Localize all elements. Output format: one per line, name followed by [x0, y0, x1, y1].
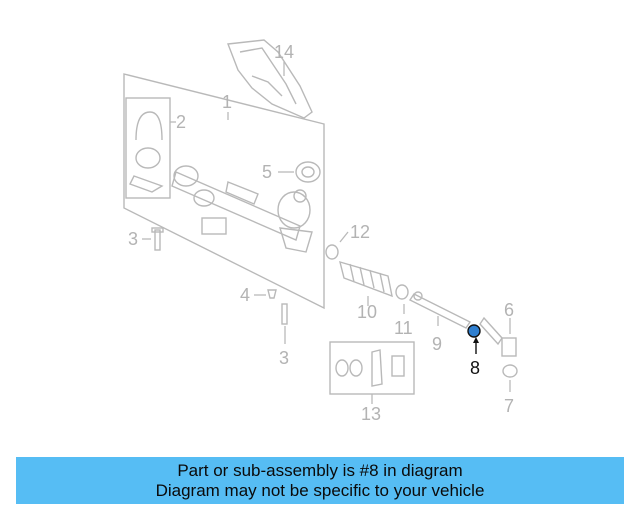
part-11-clamp[interactable] — [395, 284, 409, 300]
part-4-nut[interactable] — [267, 289, 277, 299]
callout-3-lower: 3 — [279, 348, 289, 368]
part-3-bolt-upper[interactable] — [151, 227, 164, 251]
callout-10: 10 — [357, 302, 377, 322]
callout-14: 14 — [274, 42, 294, 62]
part-14-shield[interactable] — [227, 39, 313, 119]
callout-12: 12 — [350, 222, 370, 242]
callout-7: 7 — [504, 396, 514, 416]
leader-8-arrow — [473, 337, 479, 343]
callout-4: 4 — [240, 285, 250, 305]
callout-3-upper: 3 — [128, 229, 138, 249]
part-8-jam-nut[interactable] — [467, 324, 481, 338]
banner-line-2: Diagram may not be specific to your vehi… — [155, 480, 485, 500]
part-9-tie-rod[interactable] — [408, 291, 472, 329]
leader-12 — [339, 231, 349, 243]
part-1-assembly-panel[interactable] — [123, 73, 325, 310]
callout-13: 13 — [361, 404, 381, 424]
part-5-bushing[interactable] — [295, 161, 321, 183]
callout-5: 5 — [262, 162, 272, 182]
part-3-bolt-lower[interactable] — [281, 303, 288, 325]
callout-11: 11 — [394, 318, 413, 338]
callout-1: 1 — [222, 92, 232, 112]
info-banner: Part or sub-assembly is #8 in diagram Di… — [16, 457, 624, 504]
callout-6: 6 — [504, 300, 514, 320]
part-6-tie-rod-end[interactable] — [479, 316, 517, 357]
steering-gear-body — [171, 165, 313, 253]
part-7-cap[interactable] — [502, 364, 518, 378]
part-13-boot-kit[interactable] — [329, 341, 415, 395]
part-10-boot[interactable] — [339, 260, 393, 298]
part-2-mount-box[interactable] — [125, 97, 171, 199]
parts-diagram: 14 1 2 5 3 4 — [123, 39, 518, 424]
callout-9: 9 — [432, 334, 442, 354]
callout-8: 8 — [470, 358, 480, 378]
banner-line-1: Part or sub-assembly is #8 in diagram — [177, 460, 463, 480]
callout-2: 2 — [176, 112, 186, 132]
part-12-clamp[interactable] — [325, 244, 339, 260]
